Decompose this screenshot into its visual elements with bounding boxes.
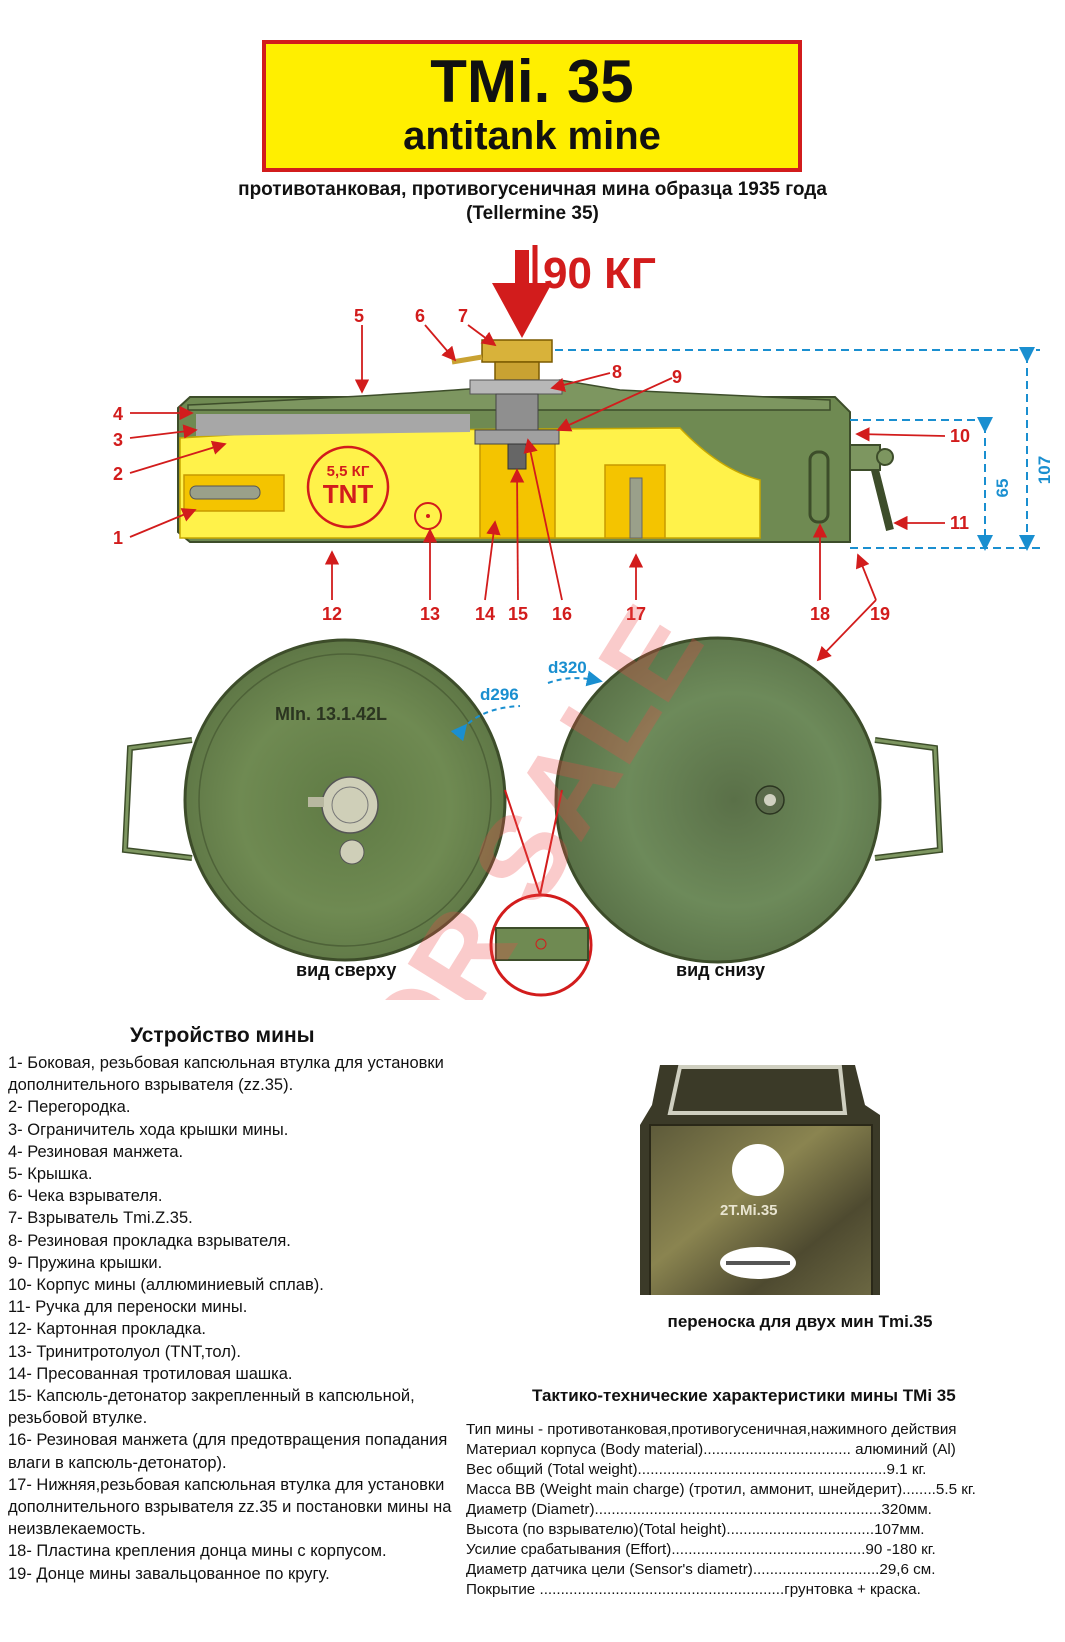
legend-item: 2- Перегородка. (8, 1098, 131, 1117)
specs-list: Тип мины - противотанковая,противогусени… (466, 1420, 1065, 1600)
top-marking: MIn. 13.1.42L (275, 704, 387, 724)
bottom-view-label: вид снизу (676, 960, 766, 980)
charge-circle (306, 445, 390, 529)
legend-item: 16- Резиновая манжета (для предотвращени… (8, 1431, 448, 1472)
callout-3: 3 (113, 430, 123, 450)
callout-6: 6 (415, 306, 425, 326)
spec-row: Материал корпуса (Body material)........… (466, 1441, 956, 1458)
callout-9: 9 (672, 367, 682, 387)
callout-5: 5 (354, 306, 364, 326)
callout-1: 1 (113, 528, 123, 548)
callout-16: 16 (552, 604, 572, 624)
description: противотанковая, противогусеничная мина … (238, 179, 827, 200)
charge-type-label: TNT (323, 479, 374, 509)
legend-item: 12- Картонная прокладка. (8, 1320, 206, 1339)
cross-section (177, 339, 894, 543)
legend-item: 15- Капсюль-детонатор закрепленный в кап… (8, 1387, 415, 1428)
seam-detail (489, 789, 593, 997)
legend-item: 4- Резиновая манжета. (8, 1142, 184, 1161)
legend-item: 5- Крышка. (8, 1165, 93, 1184)
carrier-photo: 2T.Mi.35 (640, 1065, 880, 1305)
top-view-label: вид сверху (296, 960, 397, 980)
spec-row: Масса ВВ (Weight main charge) (тротил, а… (466, 1481, 976, 1498)
alias: (Tellermine 35) (466, 203, 599, 224)
specs-title: Тактико-технические характеристики мины … (532, 1386, 956, 1405)
legend-item: 13- Тринитротолуол (TNT,тол). (8, 1342, 241, 1361)
callout-lines (129, 324, 946, 662)
spec-row: Вес общий (Total weight)................… (466, 1461, 927, 1478)
legend-item: 10- Корпус мины (аллюминиевый сплав). (8, 1276, 324, 1295)
callout-18: 18 (810, 604, 830, 624)
callout-2: 2 (113, 464, 123, 484)
callout-12: 12 (322, 604, 342, 624)
force-label: 90 КГ (543, 249, 656, 298)
callout-17: 17 (626, 604, 646, 624)
dim-height-total: 107 (1035, 456, 1054, 484)
spec-row: Покрытие ...............................… (466, 1581, 921, 1598)
legend-item: 14- Пресованная тротиловая шашка. (8, 1364, 293, 1383)
spec-row: Диаметр датчика цели (Sensor's diametr).… (466, 1561, 936, 1578)
carrier-marking: 2T.Mi.35 (720, 1202, 778, 1219)
dimension-lines (555, 347, 1040, 551)
dim-height-body: 65 (993, 479, 1012, 498)
legend-item: 8- Резиновая прокладка взрывателя. (8, 1231, 291, 1250)
legend-title: Устройство мины (130, 1024, 315, 1047)
callout-14: 14 (475, 604, 495, 624)
top-view (121, 638, 507, 962)
spec-row: Усилие срабатывания (Effort)............… (466, 1541, 936, 1558)
spec-row: Диаметр (Diametr).......................… (466, 1501, 932, 1518)
legend-item: 3- Ограничитель хода крышки мины. (8, 1120, 289, 1139)
legend-item: 7- Взрыватель Tmi.Z.35. (8, 1209, 193, 1228)
tnt-marker-dot (426, 514, 430, 518)
legend-list: 1- Боковая, резьбовая капсюльная втулка … (8, 1052, 468, 1585)
callout-19: 19 (870, 604, 890, 624)
dim-outer-diameter: d320 (548, 658, 587, 677)
page-subtitle: antitank mine (403, 114, 661, 158)
dim-inner-diameter: d296 (480, 685, 519, 704)
dim-outer-line (547, 670, 603, 687)
callout-7: 7 (458, 306, 468, 326)
mine-diagram: 90 КГ 5,5 КГ TNT (113, 245, 1054, 1000)
callout-13: 13 (420, 604, 440, 624)
callout-11: 11 (950, 513, 969, 533)
callout-10: 10 (950, 426, 970, 446)
legend-item: 18- Пластина крепления донца мины с корп… (8, 1542, 387, 1561)
legend-item: 11- Ручка для переноски мины. (8, 1298, 248, 1317)
legend-item: 17- Нижняя,резьбовая капсюльная втулка д… (8, 1475, 452, 1539)
legend-item: 9- Пружина крышки. (8, 1253, 163, 1272)
charge-mass-label: 5,5 КГ (327, 463, 370, 480)
legend-item: 6- Чека взрывателя. (8, 1187, 163, 1206)
page-title: TMi. 35 (430, 48, 634, 115)
title-box: TMi. 35 antitank mine (262, 40, 802, 172)
legend-item: 19- Донце мины завальцованное по кругу. (8, 1564, 330, 1583)
spec-row: Тип мины - противотанковая,противогусени… (466, 1421, 957, 1438)
legend-item: 1- Боковая, резьбовая капсюльная втулка … (8, 1054, 444, 1095)
callout-4: 4 (113, 404, 123, 424)
photo-caption: переноска для двух мин Tmi.35 (667, 1312, 933, 1331)
callout-15: 15 (508, 604, 528, 624)
dim-inner-line (450, 705, 521, 742)
bottom-view (554, 636, 944, 964)
spec-row: Высота (по взрывателю)(Total height)....… (466, 1521, 925, 1538)
callout-8: 8 (612, 362, 622, 382)
